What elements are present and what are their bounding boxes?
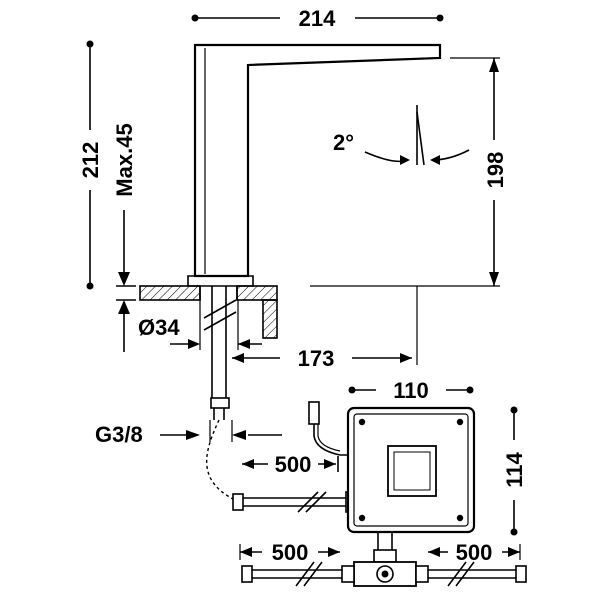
sensor-cable <box>308 401 349 472</box>
dim-diameter-label: Ø34 <box>138 315 180 340</box>
dim-cable-500: 500 <box>242 452 336 477</box>
hose-right <box>428 561 527 587</box>
dim-214: 214 <box>191 6 444 31</box>
dim-hose-left-500: 500 <box>239 540 340 565</box>
dim-114: 114 <box>502 406 527 536</box>
hose-left <box>241 561 342 587</box>
dim-max45-label: Max.45 <box>112 123 137 196</box>
angle-label: 2° <box>333 130 354 155</box>
countertop <box>139 285 278 339</box>
box-110-label: 110 <box>393 378 429 403</box>
hose-to-box <box>232 491 359 513</box>
dim-212: 212 <box>78 40 103 290</box>
supply-pipe <box>203 286 237 420</box>
dim-diameter: Ø34 <box>138 300 262 350</box>
hose-left-500-label: 500 <box>272 540 309 565</box>
dim-max45: Max.45 <box>112 123 137 352</box>
spout-stream: 2° <box>333 105 470 166</box>
flexible-hose-dashed <box>206 419 236 501</box>
bottom-valve <box>341 532 429 587</box>
dim-198-label: 198 <box>483 152 508 189</box>
dim-212-label: 212 <box>78 142 103 179</box>
dim-198: 198 <box>310 57 508 287</box>
dim-110: 110 <box>348 378 474 403</box>
dim-hose-right-500: 500 <box>428 540 521 565</box>
control-box <box>346 406 476 534</box>
thread-label: G3/8 <box>95 422 143 447</box>
dim-173-label: 173 <box>298 346 335 371</box>
box-114-label: 114 <box>502 451 527 487</box>
faucet-body <box>187 43 442 287</box>
dim-214-label: 214 <box>299 6 336 31</box>
dim-173: 173 <box>232 286 418 371</box>
hose-right-500-label: 500 <box>456 540 493 565</box>
dim-thread: G3/8 <box>95 420 282 447</box>
cable-500-label: 500 <box>275 452 312 477</box>
